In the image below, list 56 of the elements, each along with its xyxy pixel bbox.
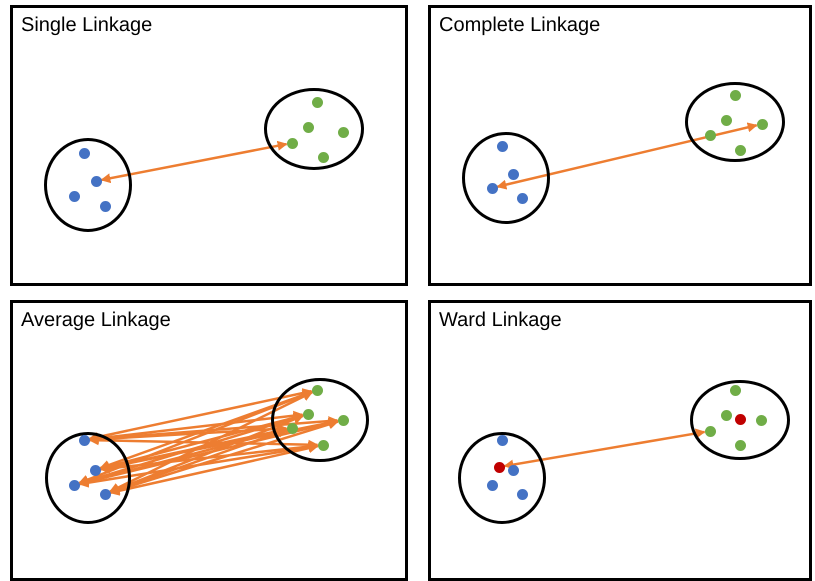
data-point <box>720 114 732 126</box>
arrow <box>503 428 706 470</box>
data-point <box>338 126 348 138</box>
cluster-ellipse <box>690 380 790 460</box>
data-point <box>318 152 328 162</box>
data-point <box>302 408 314 420</box>
arrow <box>109 443 319 496</box>
data-point <box>486 480 498 490</box>
data-point <box>312 96 322 108</box>
cluster-ellipse <box>462 132 550 224</box>
data-point <box>100 200 110 212</box>
data-point <box>312 384 322 396</box>
data-point <box>302 122 314 132</box>
panel-frame <box>428 5 812 286</box>
data-point <box>78 148 90 158</box>
panel-frame <box>10 5 408 286</box>
data-point <box>516 488 528 500</box>
cluster-ellipse <box>45 432 131 524</box>
panel-frame <box>10 300 408 581</box>
panel-title: Ward Linkage <box>439 309 562 332</box>
arrow <box>496 122 758 190</box>
data-point <box>704 130 716 140</box>
cluster-ellipse <box>44 138 132 232</box>
panel-title: Complete Linkage <box>439 14 600 37</box>
data-point <box>68 190 80 202</box>
data-point <box>516 192 528 204</box>
data-point <box>496 434 508 446</box>
data-point <box>338 414 348 426</box>
data-point <box>734 440 746 450</box>
data-point <box>730 90 740 100</box>
data-point <box>90 176 102 186</box>
data-point <box>734 414 746 424</box>
cluster-ellipse <box>264 88 364 170</box>
data-point <box>756 118 768 130</box>
panel-title: Average Linkage <box>21 309 171 332</box>
data-point <box>486 182 498 194</box>
arrow <box>100 140 288 184</box>
data-point <box>100 488 110 500</box>
cluster-ellipse <box>271 378 369 462</box>
cluster-ellipse <box>685 82 785 162</box>
panel-frame <box>428 300 812 581</box>
data-point <box>508 168 518 180</box>
data-point <box>720 410 732 420</box>
arrow <box>109 391 313 493</box>
data-point <box>68 480 80 490</box>
data-point <box>756 414 766 426</box>
data-point <box>496 140 508 152</box>
data-point <box>494 462 504 472</box>
data-point <box>286 138 298 148</box>
cluster-ellipse <box>458 432 546 524</box>
data-point <box>734 144 746 156</box>
data-point <box>318 440 328 450</box>
data-point <box>730 384 740 396</box>
panel-title: Single Linkage <box>21 14 152 37</box>
data-point <box>704 426 716 436</box>
data-point <box>90 464 100 476</box>
